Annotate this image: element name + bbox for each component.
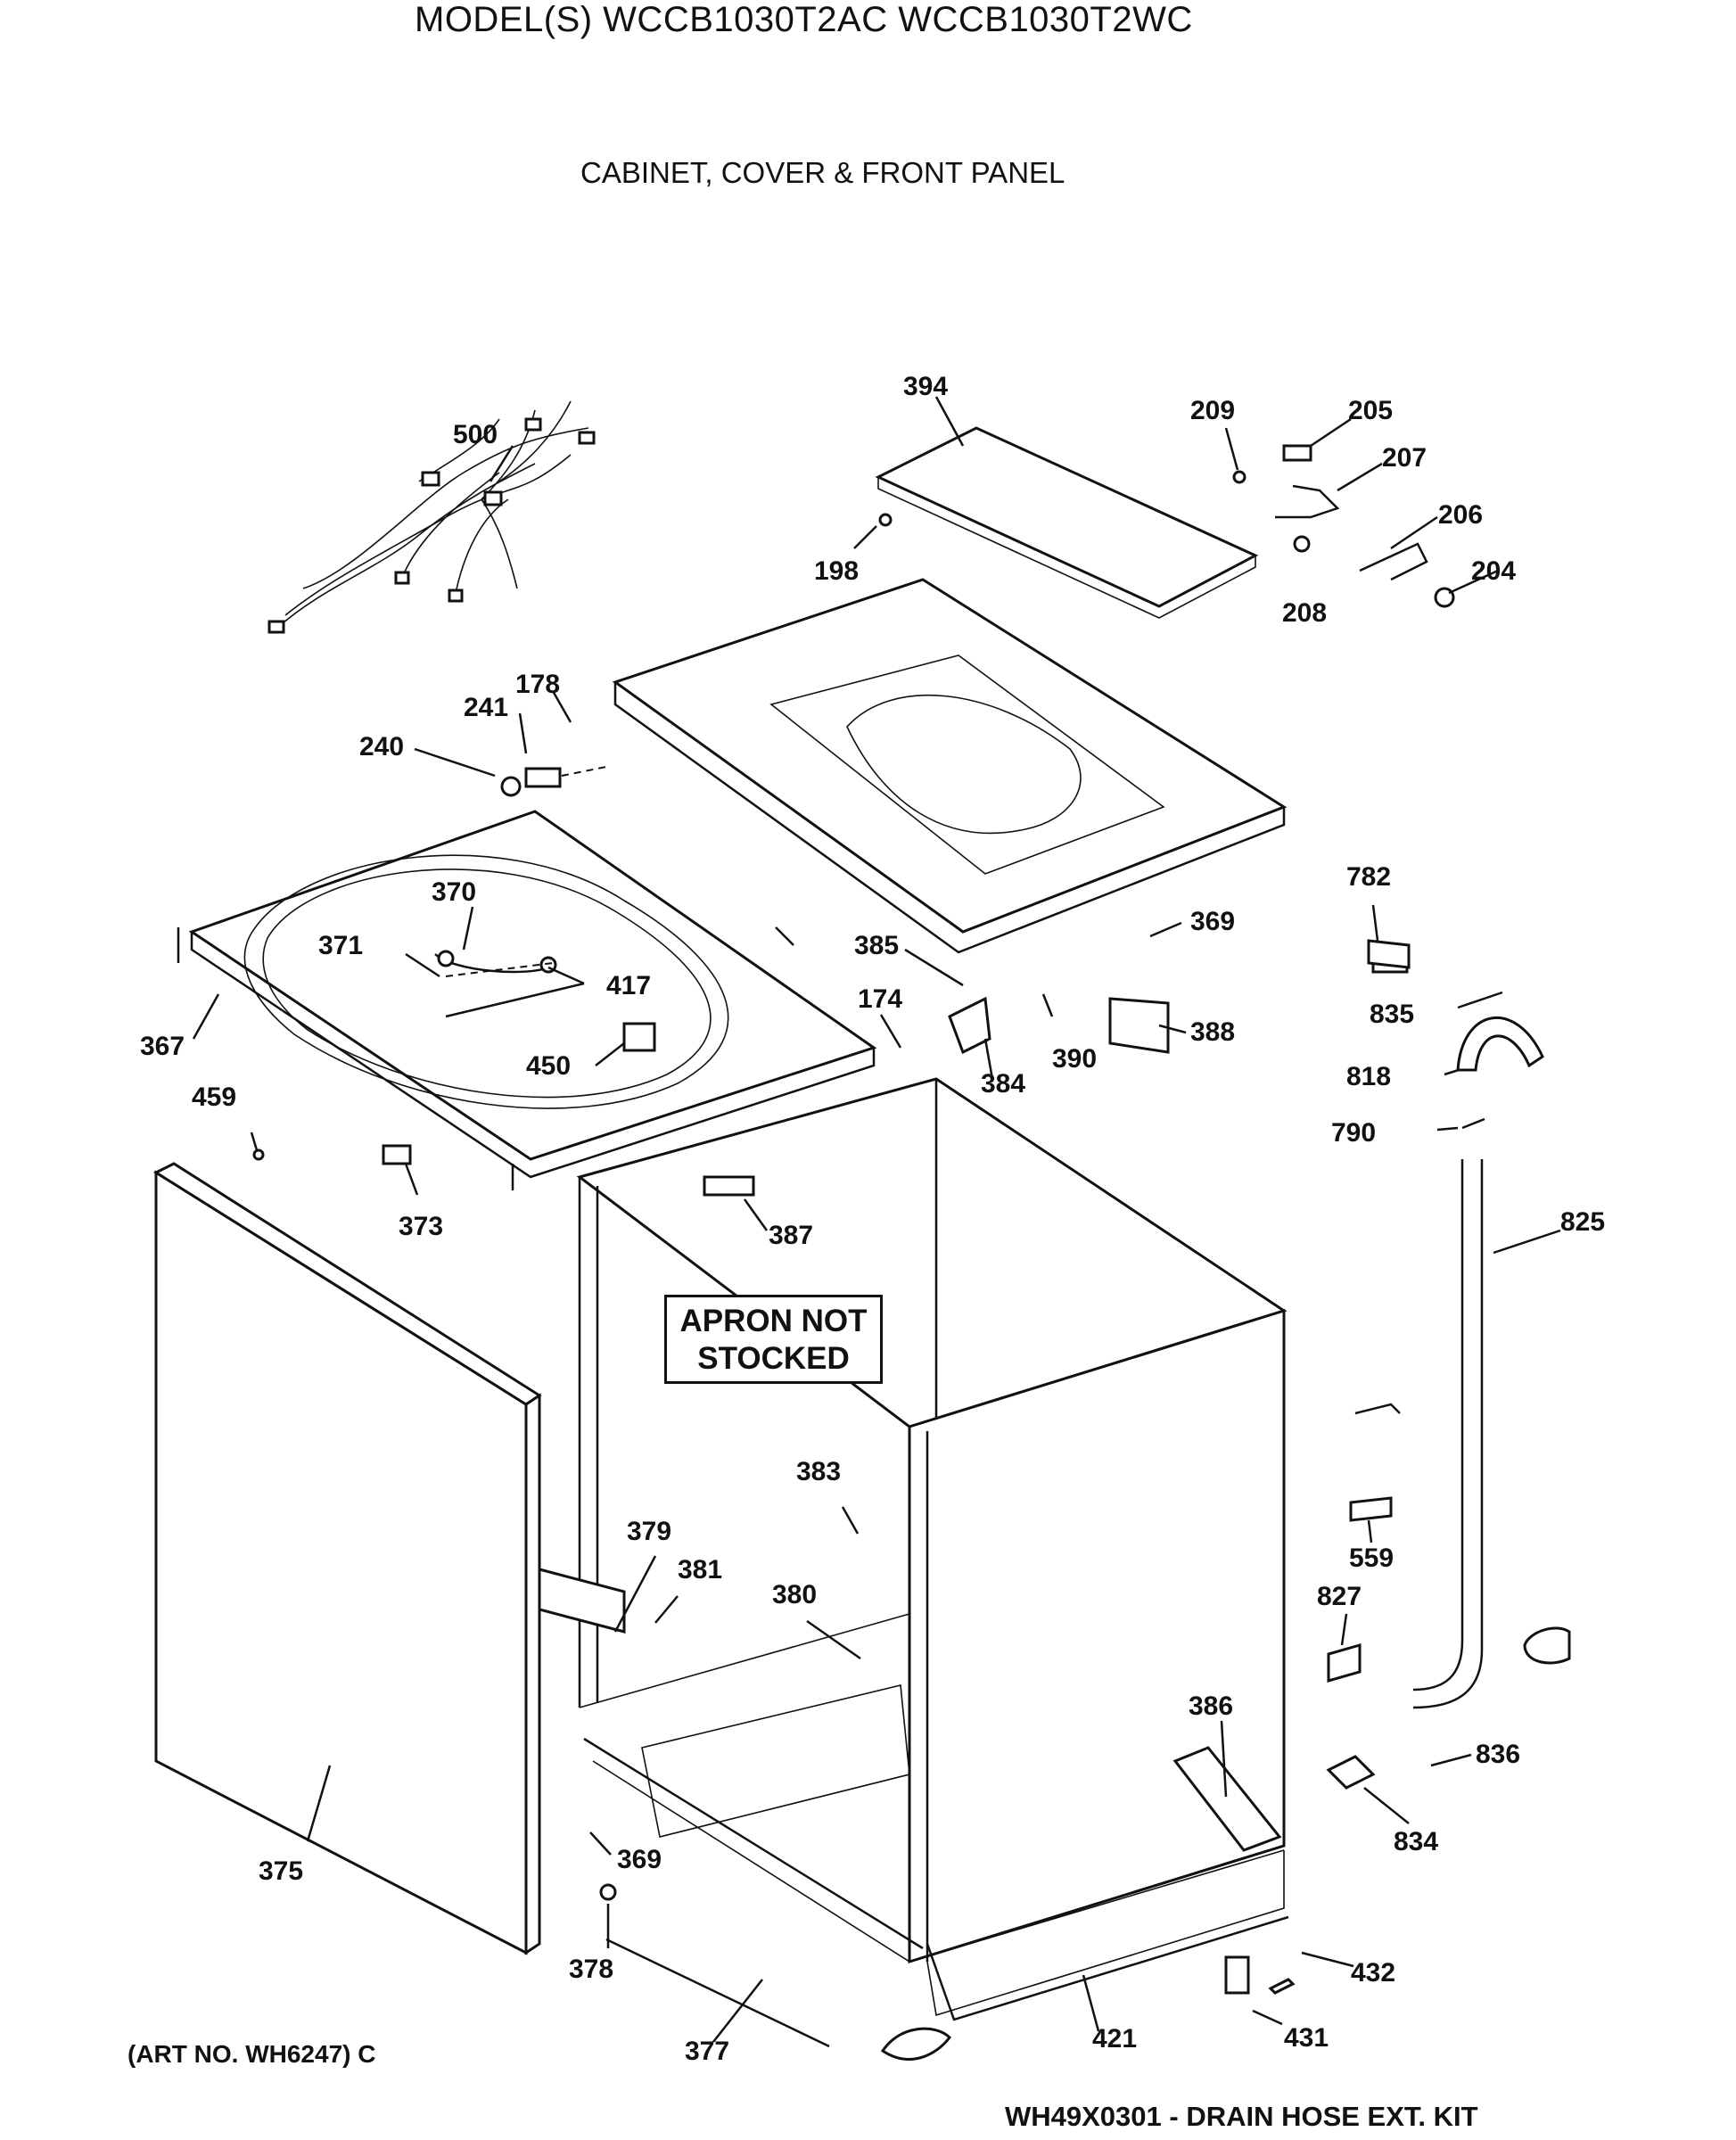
callout-818: 818 <box>1346 1062 1391 1091</box>
front-panel-part <box>152 1162 542 1955</box>
callout-369: 369 <box>617 1845 662 1874</box>
callout-384: 384 <box>981 1069 1025 1099</box>
cabinet-frame-part <box>576 1077 1289 2021</box>
notice-line-2: STOCKED <box>697 1341 850 1376</box>
callout-394: 394 <box>903 372 948 401</box>
callout-834: 834 <box>1394 1827 1438 1856</box>
callout-377: 377 <box>685 2037 729 2066</box>
apron-not-stocked-notice: APRON NOT STOCKED <box>664 1295 883 1384</box>
callout-380: 380 <box>772 1580 817 1609</box>
model-title: MODEL(S) WCCB1030T2AC WCCB1030T2WC <box>415 0 1193 39</box>
callout-385: 385 <box>854 931 899 960</box>
callout-383: 383 <box>796 1457 841 1486</box>
callout-174: 174 <box>858 984 902 1014</box>
notice-line-1: APRON NOT <box>679 1304 868 1338</box>
callout-375: 375 <box>259 1856 303 1886</box>
callout-827: 827 <box>1317 1582 1362 1611</box>
callout-379: 379 <box>627 1517 671 1546</box>
callout-388: 388 <box>1190 1017 1235 1047</box>
callout-782: 782 <box>1346 862 1391 892</box>
callout-390: 390 <box>1052 1044 1097 1074</box>
callout-378: 378 <box>569 1955 613 1984</box>
top-cover-part <box>612 578 1288 954</box>
callout-500: 500 <box>453 420 498 449</box>
callout-371: 371 <box>318 931 363 960</box>
art-number: (ART NO. WH6247) C <box>128 2040 376 2068</box>
callout-381: 381 <box>678 1555 722 1584</box>
callout-790: 790 <box>1331 1118 1376 1148</box>
callout-207: 207 <box>1382 443 1427 473</box>
callout-208: 208 <box>1282 598 1327 628</box>
callout-431: 431 <box>1284 2023 1329 2053</box>
callout-206: 206 <box>1438 500 1483 530</box>
wire-harness-part <box>267 400 596 634</box>
leader-lines <box>192 396 1561 2043</box>
callout-240: 240 <box>359 732 404 761</box>
callout-421: 421 <box>1092 2024 1137 2054</box>
callout-373: 373 <box>399 1212 443 1241</box>
callout-369: 369 <box>1190 907 1235 936</box>
callout-432: 432 <box>1351 1958 1395 1988</box>
callout-386: 386 <box>1189 1691 1233 1721</box>
drain-hose-part <box>1412 1016 1544 1709</box>
callout-367: 367 <box>140 1032 185 1061</box>
base-frame-part <box>177 810 877 1190</box>
callout-178: 178 <box>515 670 560 699</box>
callout-387: 387 <box>769 1221 813 1250</box>
callout-459: 459 <box>192 1082 236 1112</box>
callout-209: 209 <box>1190 396 1235 425</box>
callout-205: 205 <box>1348 396 1393 425</box>
section-title: CABINET, COVER & FRONT PANEL <box>580 156 1065 189</box>
callout-241: 241 <box>464 693 508 722</box>
callout-204: 204 <box>1471 556 1516 586</box>
callout-450: 450 <box>526 1051 571 1081</box>
lid-cover-part <box>875 426 1259 608</box>
callout-836: 836 <box>1476 1740 1520 1769</box>
callout-835: 835 <box>1370 1000 1414 1029</box>
drain-hose-kit-note: WH49X0301 - DRAIN HOSE EXT. KIT <box>1005 2101 1478 2132</box>
callout-825: 825 <box>1560 1207 1605 1237</box>
callout-417: 417 <box>606 971 651 1000</box>
callout-370: 370 <box>432 877 476 907</box>
hardware-parts <box>252 444 1571 2061</box>
callout-559: 559 <box>1349 1543 1394 1573</box>
callout-198: 198 <box>814 556 859 586</box>
